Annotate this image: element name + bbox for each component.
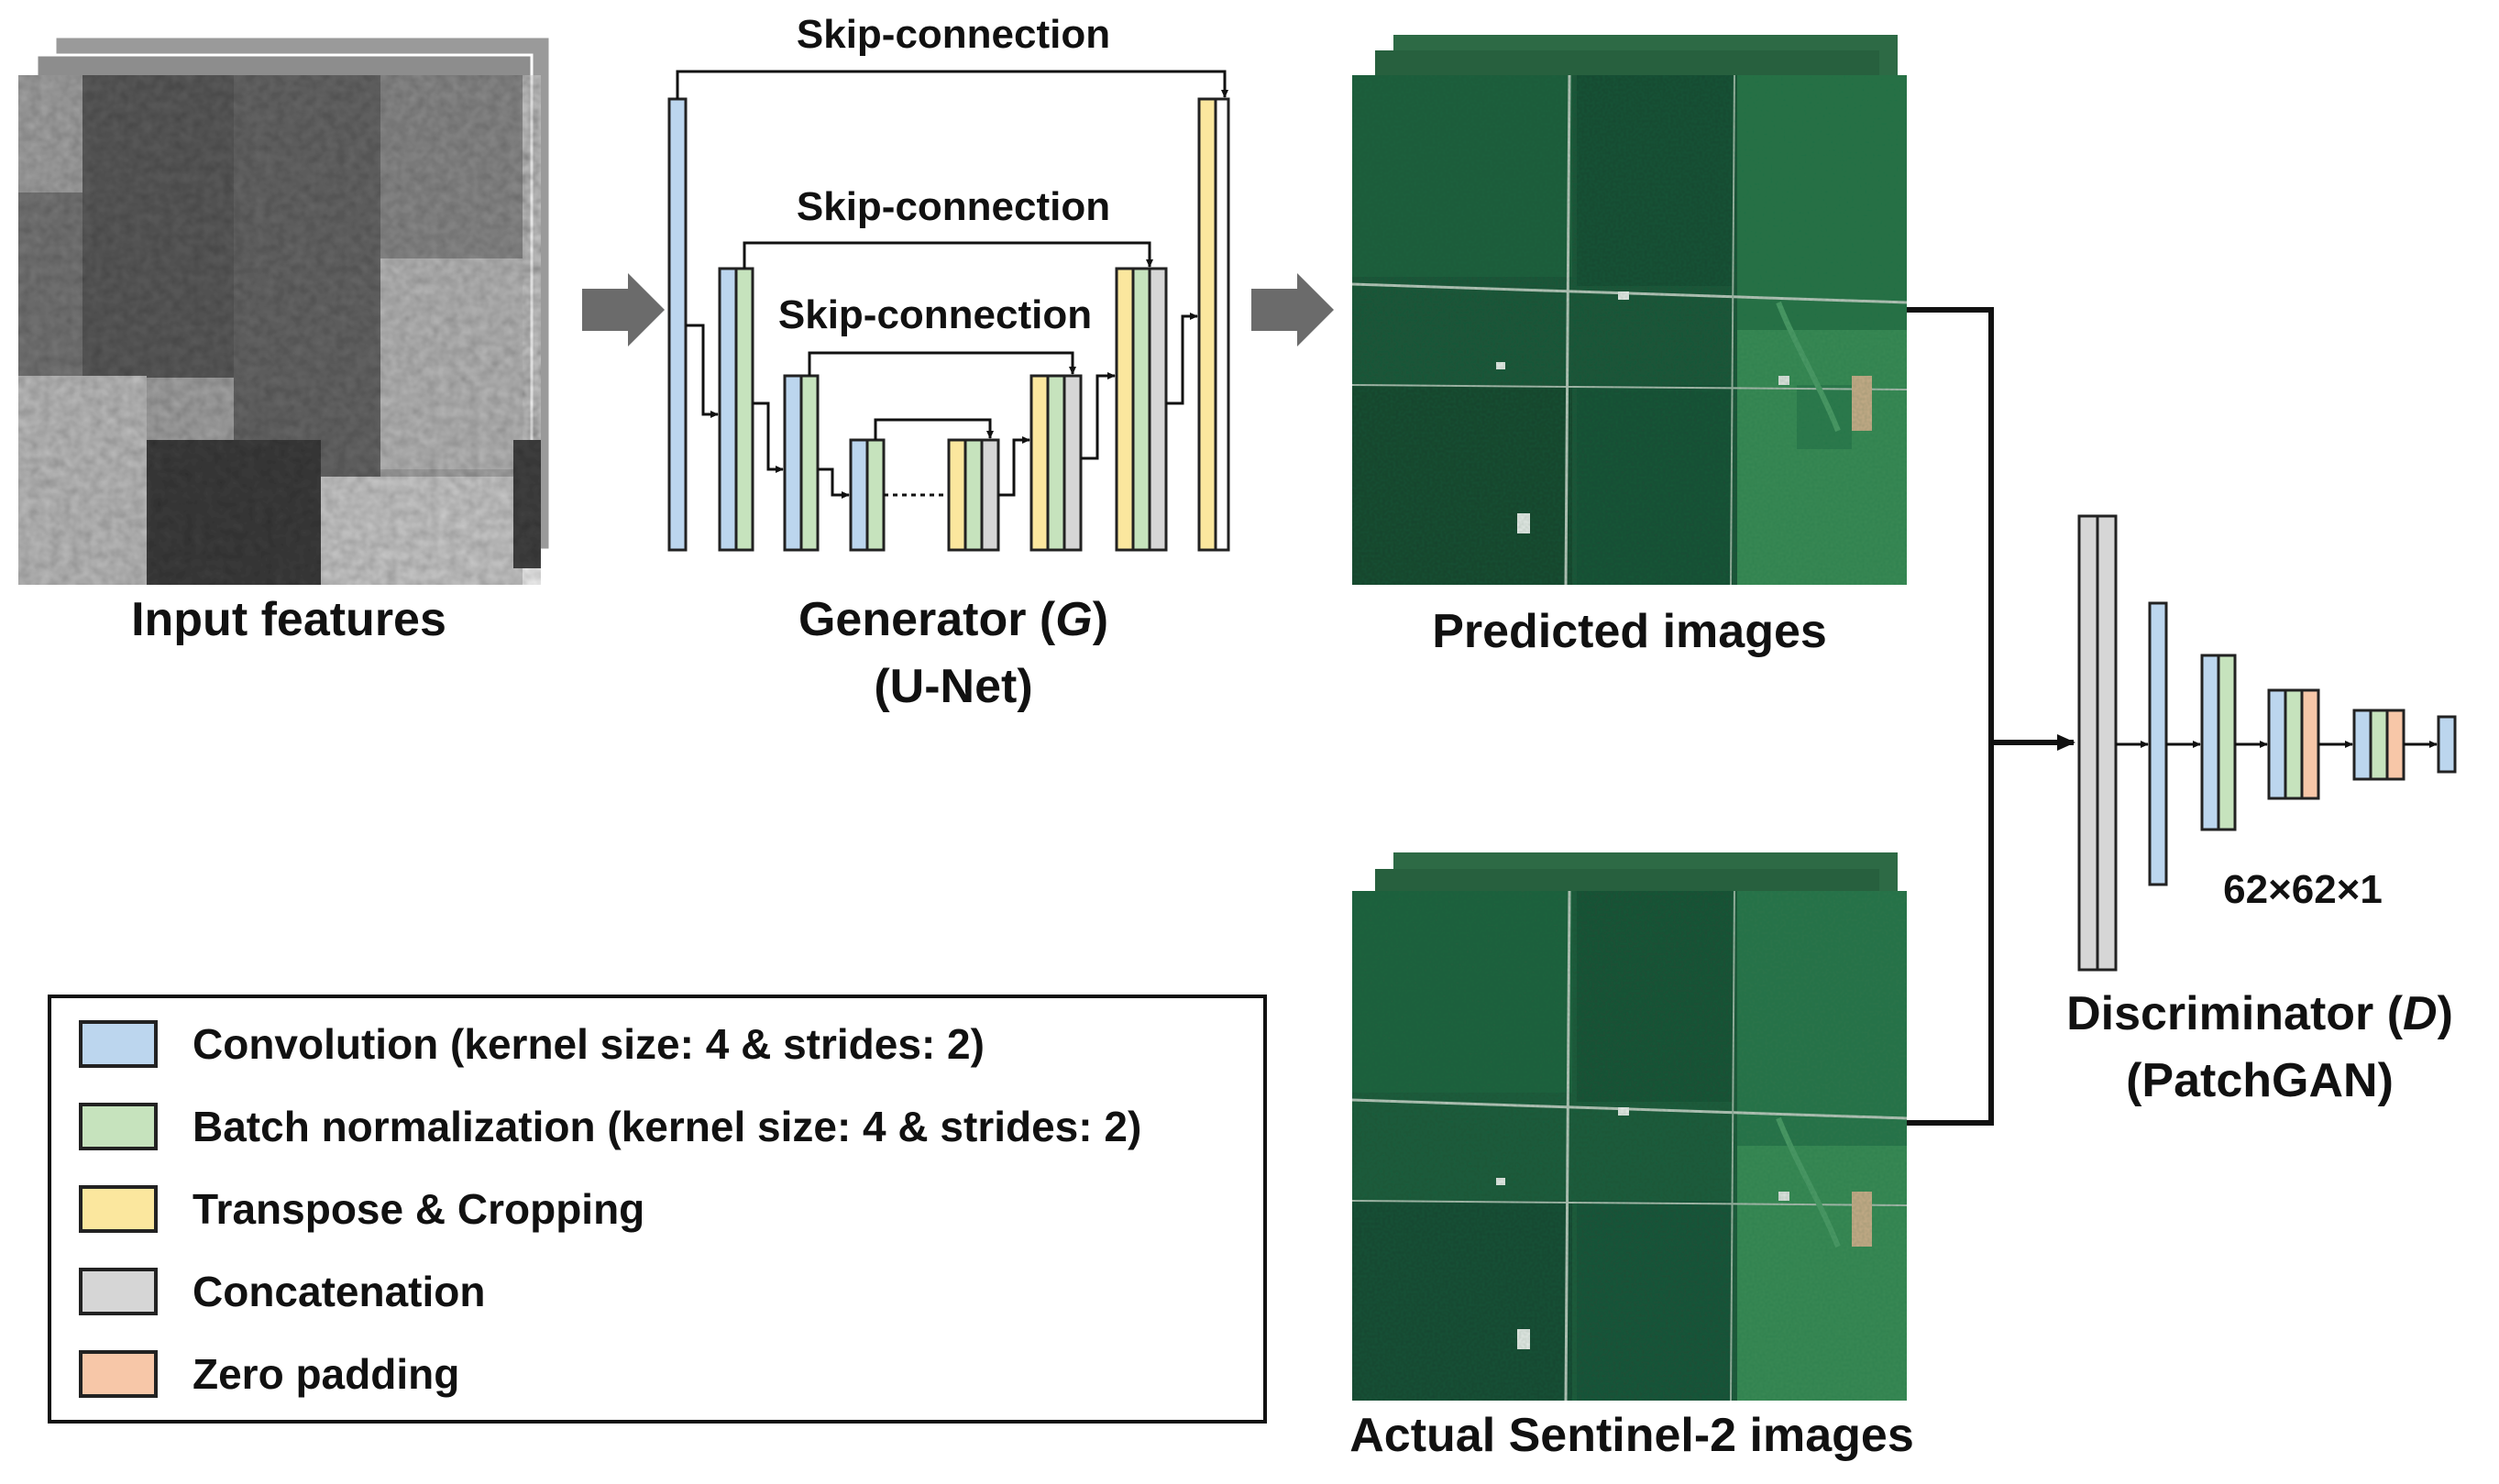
disc-bn-4 bbox=[2369, 709, 2389, 781]
gen-dec-transpose-2 bbox=[1029, 374, 1050, 552]
input-features-stack bbox=[18, 35, 552, 585]
gen-dec-bn-1 bbox=[963, 438, 984, 552]
disc-concat-2 bbox=[2096, 514, 2118, 972]
patch-size-label: 62×62×1 bbox=[2223, 867, 2383, 912]
gen-dec-concat-1 bbox=[980, 438, 1000, 552]
legend-item-convolution: Convolution (kernel size: 4 & strides: 2… bbox=[79, 1017, 985, 1072]
skip-connection-4 bbox=[874, 418, 994, 440]
disc-bn-2 bbox=[2217, 654, 2237, 831]
skip-connection-label-3: Skip-connection bbox=[778, 292, 1092, 337]
sar-image bbox=[18, 75, 541, 585]
generator-title-close: ) bbox=[1092, 593, 1109, 646]
gen-dec-concat-2 bbox=[1062, 374, 1083, 552]
skip-connection-label-1: Skip-connection bbox=[797, 12, 1110, 57]
disc-conv-3 bbox=[2267, 688, 2287, 800]
gen-dec-transpose-4 bbox=[1197, 97, 1217, 552]
discriminator-subtitle: (PatchGAN) bbox=[2126, 1054, 2394, 1107]
legend-item-concatenation: Concatenation bbox=[79, 1264, 485, 1319]
gen-dec-bn-3 bbox=[1131, 267, 1151, 552]
legend-label-transpose-cropping: Transpose & Cropping bbox=[193, 1185, 645, 1233]
discriminator-title-text: Discriminator ( bbox=[2066, 987, 2404, 1040]
disc-zeropad-3 bbox=[2300, 688, 2320, 800]
legend-item-zero-padding: Zero padding bbox=[79, 1347, 459, 1402]
predicted-images-label: Predicted images bbox=[1432, 605, 1827, 658]
discriminator-patchgan bbox=[2077, 514, 2457, 972]
discriminator-symbol: D bbox=[2403, 987, 2438, 1040]
gen-dec-output bbox=[1214, 97, 1230, 552]
discriminator-input-connectors bbox=[1907, 307, 2075, 1126]
gen-dec-concat-3 bbox=[1148, 267, 1168, 552]
legend: Convolution (kernel size: 4 & strides: 2… bbox=[48, 995, 1267, 1424]
disc-bn-3 bbox=[2284, 688, 2304, 800]
disc-concat-1 bbox=[2077, 514, 2099, 972]
predicted-images-stack bbox=[1351, 35, 1908, 586]
skip-connection-1 bbox=[676, 70, 1228, 99]
legend-label-concatenation: Concatenation bbox=[193, 1268, 486, 1315]
legend-item-batch-normalization: Batch normalization (kernel size: 4 & st… bbox=[79, 1099, 1141, 1154]
gen-enc-conv-3 bbox=[783, 374, 803, 552]
disc-zeropad-4 bbox=[2385, 709, 2405, 781]
actual-images-stack bbox=[1351, 852, 1908, 1402]
input-features-label: Input features bbox=[131, 593, 446, 646]
generator-symbol: G bbox=[1055, 593, 1093, 646]
legend-swatch-convolution bbox=[79, 1020, 158, 1068]
predicted-image bbox=[1351, 74, 1908, 586]
legend-label-zero-padding: Zero padding bbox=[193, 1350, 460, 1398]
gen-enc-bn-4 bbox=[865, 438, 886, 552]
actual-image bbox=[1351, 890, 1908, 1402]
disc-conv-1 bbox=[2148, 601, 2168, 886]
legend-swatch-batch-normalization bbox=[79, 1103, 158, 1150]
legend-label-convolution: Convolution (kernel size: 4 & strides: 2… bbox=[193, 1020, 985, 1068]
arrow-input-to-generator bbox=[582, 273, 665, 346]
skip-connection-3 bbox=[808, 351, 1076, 376]
discriminator-title-close: ) bbox=[2437, 987, 2453, 1040]
arrow-generator-to-predicted bbox=[1251, 273, 1334, 346]
legend-swatch-concatenation bbox=[79, 1268, 158, 1315]
generator-title: Generator (G) bbox=[706, 591, 1201, 648]
legend-item-transpose-cropping: Transpose & Cropping bbox=[79, 1182, 644, 1237]
gen-enc-conv-4 bbox=[849, 438, 869, 552]
disc-conv-4 bbox=[2352, 709, 2372, 781]
skip-connection-2 bbox=[743, 241, 1153, 269]
legend-label-batch-normalization: Batch normalization (kernel size: 4 & st… bbox=[193, 1103, 1142, 1150]
gen-enc-conv-2 bbox=[718, 267, 738, 552]
gen-enc-bn-2 bbox=[734, 267, 754, 552]
generator-title-text: Generator ( bbox=[798, 593, 1056, 646]
gen-enc-bn-3 bbox=[799, 374, 820, 552]
generator-subtitle: (U-Net) bbox=[874, 660, 1033, 713]
legend-swatch-zero-padding bbox=[79, 1350, 158, 1398]
gen-dec-transpose-3 bbox=[1115, 267, 1135, 552]
generator-connectors bbox=[676, 70, 1228, 499]
legend-swatch-transpose-cropping bbox=[79, 1185, 158, 1233]
disc-conv-2 bbox=[2200, 654, 2220, 831]
disc-output-conv bbox=[2437, 715, 2457, 774]
discriminator-title: Discriminator (D) bbox=[2026, 985, 2493, 1042]
gen-dec-bn-2 bbox=[1046, 374, 1066, 552]
skip-connection-label-2: Skip-connection bbox=[797, 184, 1110, 229]
gen-enc-conv-1 bbox=[667, 97, 688, 552]
generator-unet bbox=[667, 97, 1230, 552]
actual-images-label: Actual Sentinel-2 images bbox=[1349, 1409, 1914, 1462]
gen-dec-transpose-1 bbox=[947, 438, 967, 552]
